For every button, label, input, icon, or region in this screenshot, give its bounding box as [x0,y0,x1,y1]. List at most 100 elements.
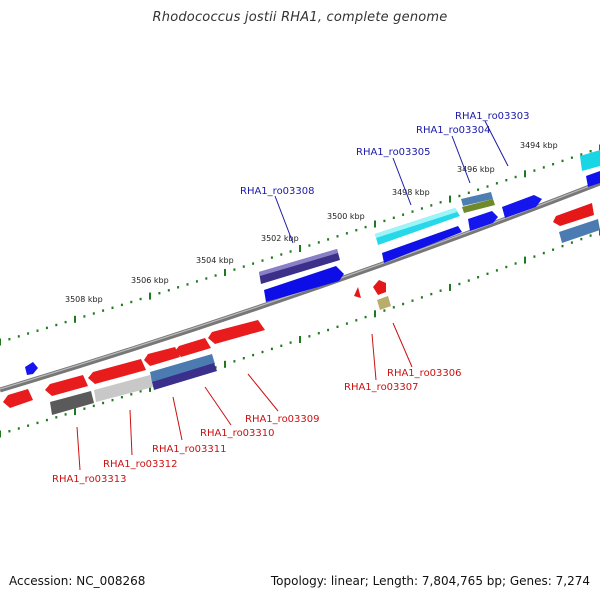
minor-tick [477,276,480,279]
major-tick [449,195,451,203]
minor-tick [570,156,573,159]
gene-arrow-steel[interactable] [559,219,600,243]
minor-tick [336,235,339,238]
gene-arrow-red[interactable] [208,320,265,344]
gene-arrow-blue-small[interactable] [25,362,38,375]
minor-tick [102,309,105,312]
minor-tick [514,175,517,179]
major-tick [0,430,1,438]
gene-arrow-blue[interactable] [502,195,542,218]
minor-tick [458,282,461,286]
minor-tick [505,179,508,182]
gene-label[interactable]: RHA1_ro03303 [455,111,530,122]
major-tick [299,245,301,252]
minor-tick [514,262,517,265]
minor-tick [17,335,20,338]
gene-arrow-red[interactable] [144,347,180,366]
kbp-label: 3498 kbp [392,188,430,197]
minor-tick [411,299,414,302]
gene-arrow-blue[interactable] [586,171,600,187]
minor-tick [580,153,583,156]
gene-label[interactable]: RHA1_ro03305 [356,147,431,158]
gene-arrow-red[interactable] [3,389,33,408]
minor-tick [552,163,555,166]
gene-label[interactable]: RHA1_ro03312 [103,459,178,470]
minor-tick [355,319,358,322]
gene-arrow-red-tiny[interactable] [354,287,361,298]
minor-tick [242,357,245,360]
minor-tick [505,265,508,269]
major-tick [524,256,526,264]
gene-label[interactable]: RHA1_ro03310 [200,428,275,439]
minor-tick [55,323,58,327]
gene-arrow-darkgray[interactable] [50,391,94,415]
major-tick [374,310,376,318]
minor-tick [364,315,367,319]
minor-tick [139,390,142,393]
minor-tick [252,353,255,357]
minor-tick [533,169,536,172]
minor-tick [542,251,545,255]
gene-label[interactable]: RHA1_ro03313 [52,474,127,485]
minor-tick [327,238,330,241]
minor-tick [533,255,536,258]
major-tick [0,338,1,346]
gene-arrow-red-small[interactable] [373,280,386,295]
minor-tick [45,326,48,330]
minor-tick [233,268,236,271]
minor-tick [17,427,20,430]
gene-label[interactable]: RHA1_ro03311 [152,444,227,455]
minor-tick [402,213,405,216]
gene-arrow-olive[interactable] [462,199,495,213]
kbp-label: 3504 kbp [196,256,234,265]
minor-tick [345,322,348,325]
genome-summary-text: Topology: linear; Length: 7,804,765 bp; … [270,574,590,588]
gene-label[interactable]: RHA1_ro03308 [240,186,315,197]
gene-arrow-lightgray[interactable] [94,375,153,402]
gene-label[interactable]: RHA1_ro03304 [416,125,491,136]
gene-label[interactable]: RHA1_ro03306 [387,368,462,379]
gene-arrow-steel[interactable] [150,354,215,383]
minor-tick [64,320,67,324]
gene-arrow-blue[interactable] [264,266,344,302]
minor-tick [289,341,292,344]
gene-arrow-blue[interactable] [468,211,498,231]
major-tick [524,170,526,178]
minor-tick [542,166,545,169]
kbp-scale: 3494 kbp 3496 kbp 3498 kbp 3500 kbp 3502… [65,141,558,304]
minor-tick [439,201,442,204]
gene-arrow-steel[interactable] [461,192,493,206]
gene-arrow-red[interactable] [553,203,594,226]
gene-arrow-blue[interactable] [382,226,462,263]
gene-arrow-red[interactable] [175,338,211,357]
minor-tick [383,219,386,223]
minor-tick [111,398,114,402]
minor-tick [392,216,395,219]
gene-label[interactable]: RHA1_ro03307 [344,382,419,393]
major-tick [224,360,226,368]
minor-tick [270,256,273,259]
minor-tick [430,292,433,296]
minor-tick [242,265,245,268]
kbp-label: 3508 kbp [65,295,103,304]
minor-tick [55,416,58,419]
minor-tick [233,360,236,363]
minor-tick [364,225,367,229]
minor-tick [430,204,433,207]
gene-arrow-cyan[interactable] [580,150,600,171]
minor-tick [186,283,189,286]
genome-backbone [0,180,600,393]
gene-arrow-darkslate[interactable] [152,363,217,390]
gene-arrow-red[interactable] [45,375,88,396]
forward-genes [25,150,600,375]
gene-label[interactable]: RHA1_ro03309 [245,414,320,425]
minor-tick [355,229,358,232]
minor-tick [280,253,283,256]
minor-tick [458,194,461,198]
minor-tick [45,418,48,422]
minor-tick [495,182,498,185]
gene-arrow-red[interactable] [88,359,146,384]
gene-arrow-olive-small[interactable] [377,296,391,310]
minor-tick [345,232,348,235]
minor-tick [102,401,105,405]
